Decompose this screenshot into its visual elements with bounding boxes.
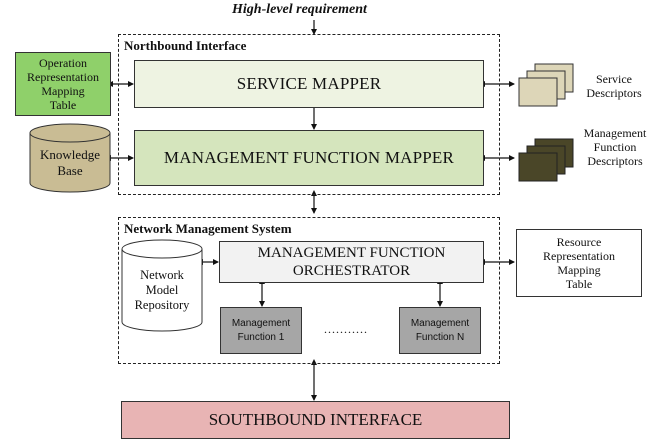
op-table-line-3: Mapping [41,84,85,98]
mfn-line-2: Function N [415,331,465,343]
function-ellipsis: ........... [324,322,368,336]
mgmtdesc-line-1: Management [583,126,647,140]
repo-line-3: Repository [134,297,190,312]
mfn-line-1: Management [410,317,470,329]
op-table-line-4: Table [49,98,77,112]
kb-line-2: Base [57,163,83,178]
svcdesc-line-2: Descriptors [586,86,642,100]
southbound-interface-label: SOUTHBOUND INTERFACE [208,410,423,429]
network-model-repository-label: Network Model Repository [122,264,202,316]
repo-line-2: Model [145,282,179,297]
network-model-repository-cylinder [121,239,203,332]
operation-representation-table: Operation Representation Mapping Table [15,52,111,116]
res-table-line-3: Mapping [557,263,601,277]
service-mapper-label: SERVICE MAPPER [236,74,382,93]
kb-line-1: Knowledge [40,147,100,162]
service-descriptors-label: Service Descriptors [574,72,654,100]
mgmtdesc-line-3: Descriptors [587,154,643,168]
orchestrator-box: MANAGEMENT FUNCTION ORCHESTRATOR [219,241,484,283]
knowledge-base-cylinder [29,123,111,193]
mf1-line-2: Function 1 [237,331,285,343]
svcdesc-line-1: Service [596,72,632,86]
mgmt-function-1-box: Management Function 1 [220,307,302,354]
northbound-interface-title: Northbound Interface [124,38,247,53]
orchestrator-line-1: MANAGEMENT FUNCTION [257,245,446,261]
network-management-system-container [118,217,500,364]
repo-line-1: Network [140,267,184,282]
mgmt-function-mapper-label: MANAGEMENT FUNCTION MAPPER [163,148,455,167]
network-management-system-title: Network Management System [124,221,292,236]
high-level-requirement-label: High-level requirement [232,2,367,17]
res-table-line-4: Table [565,277,593,291]
orchestrator-line-2: ORCHESTRATOR [292,263,411,279]
resource-representation-table: Resource Representation Mapping Table [516,229,642,297]
northbound-interface-container [118,34,500,195]
res-table-line-2: Representation [543,249,615,263]
mgmt-function-n-box: Management Function N [399,307,481,354]
mgmt-function-mapper-box: MANAGEMENT FUNCTION MAPPER [134,130,484,186]
service-descriptors-stack [518,63,574,107]
mf1-line-1: Management [231,317,291,329]
mgmt-function-descriptors-stack [518,138,574,182]
op-table-line-1: Operation [39,56,87,70]
op-table-line-2: Representation [27,70,99,84]
service-mapper-box: SERVICE MAPPER [134,60,484,108]
mgmtdesc-line-2: Function [593,140,637,154]
knowledge-base-label: Knowledge Base [30,146,110,180]
res-table-line-1: Resource [556,235,602,249]
southbound-interface-box: SOUTHBOUND INTERFACE [121,401,510,439]
mgmt-function-descriptors-label: Management Function Descriptors [574,126,656,168]
